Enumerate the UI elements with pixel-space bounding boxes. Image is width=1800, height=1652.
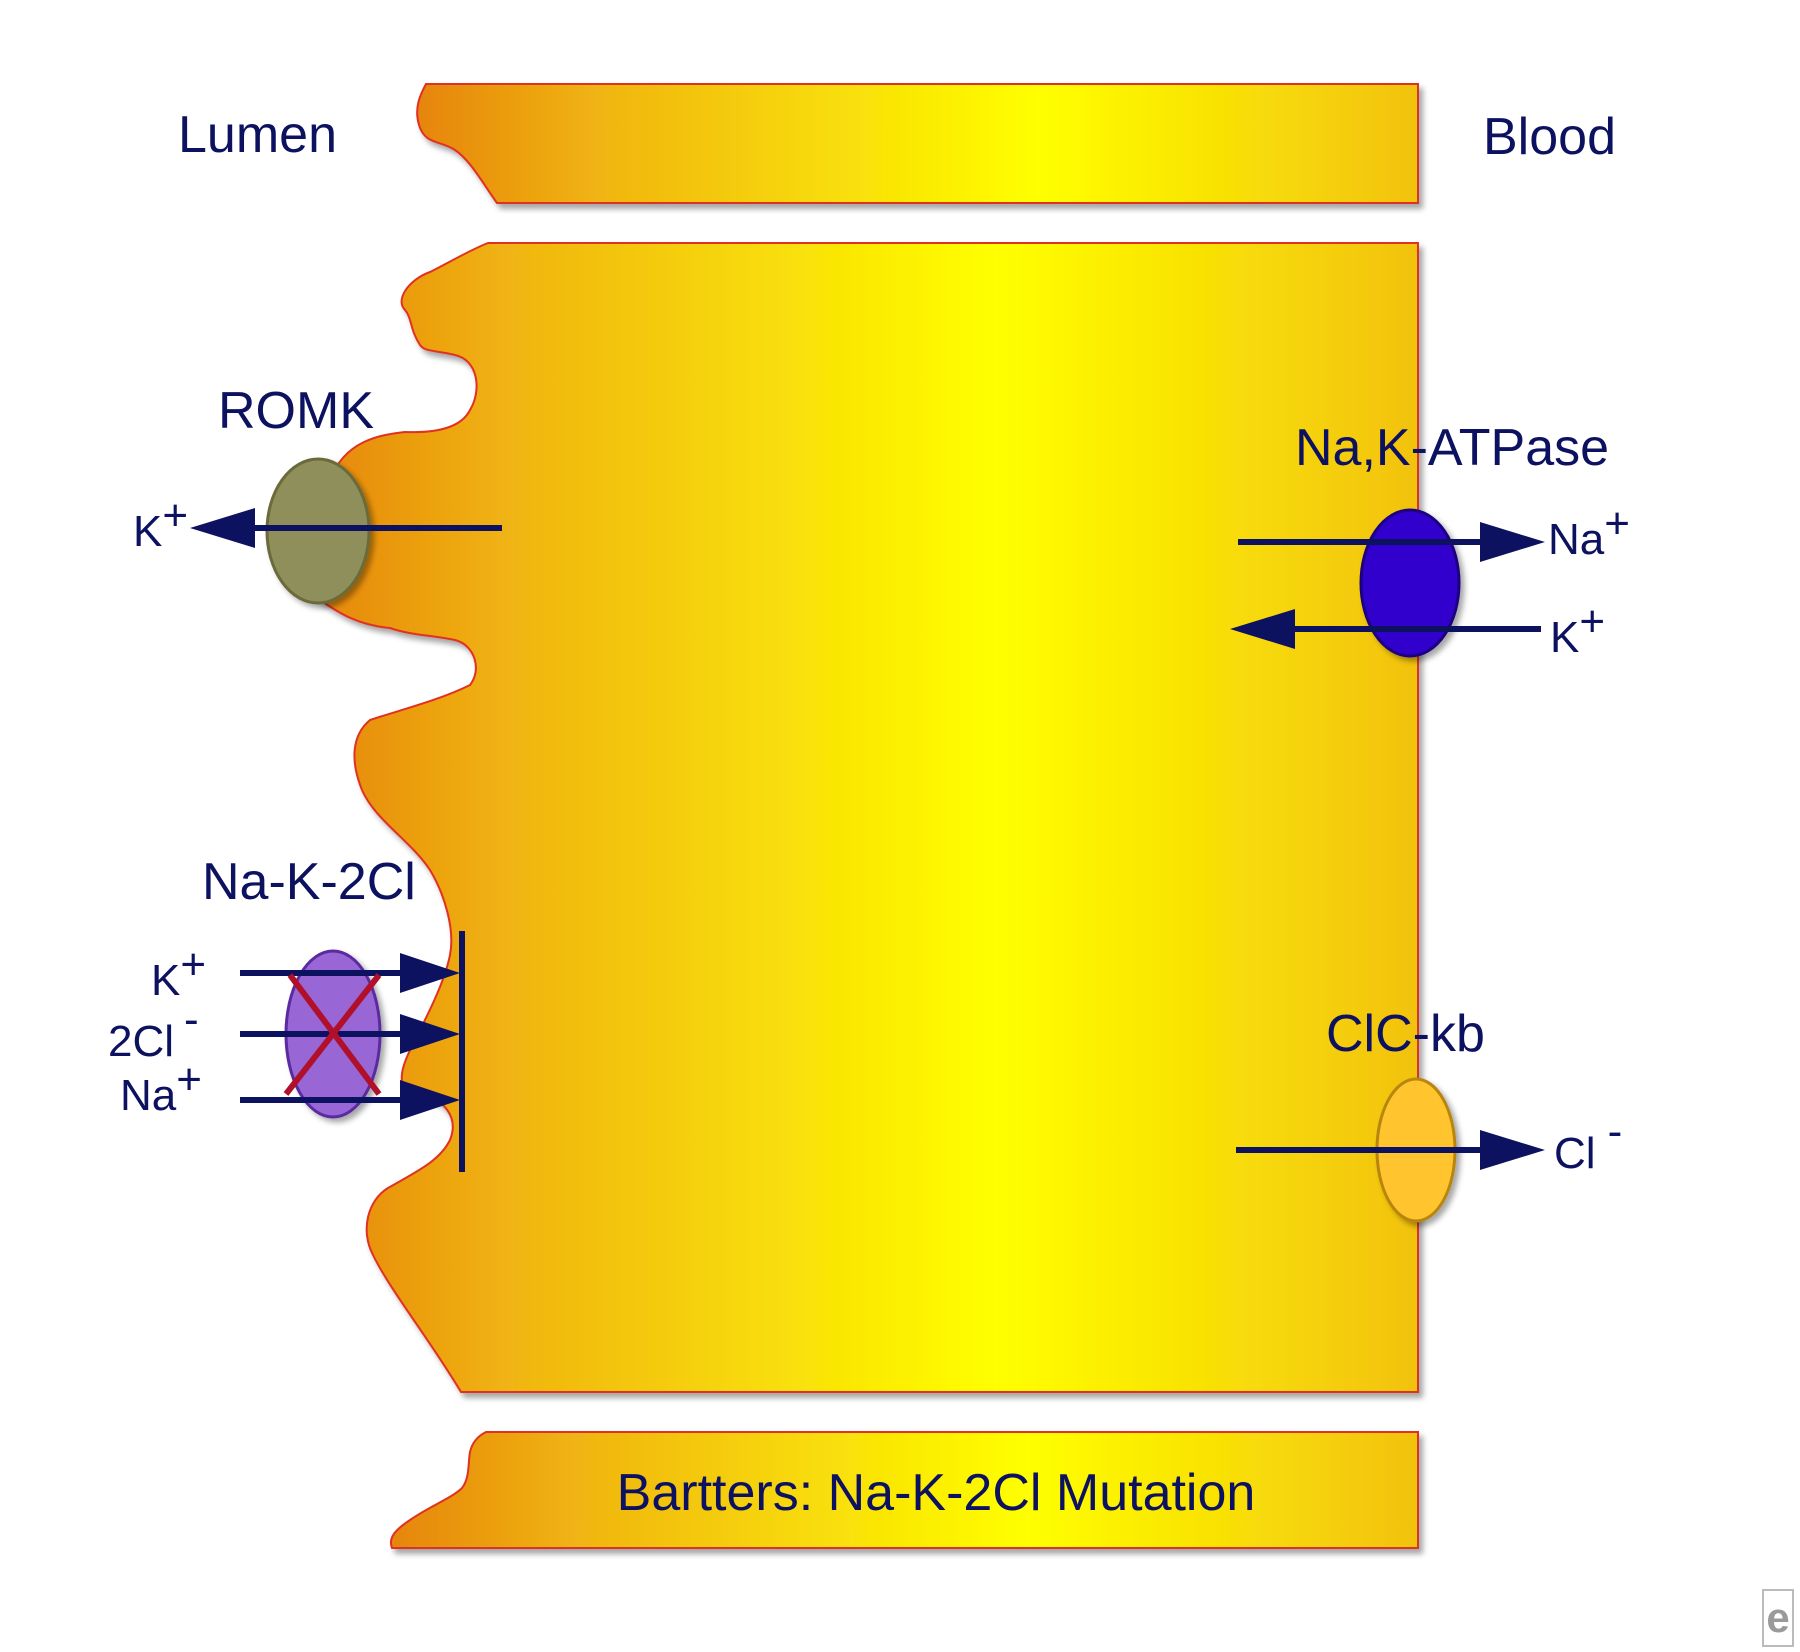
atpase-k-ion: K+ (1550, 597, 1605, 662)
romk-label: ROMK (218, 382, 374, 440)
na-k-atpase-pump (1359, 508, 1461, 658)
watermark-logo: e (1766, 1594, 1789, 1641)
nkcc-k-ion: K+ (151, 940, 206, 1005)
nkcc-label: Na-K-2Cl (202, 853, 416, 911)
nkcc-na-arrowhead (400, 1080, 460, 1120)
romk-k-ion: K+ (133, 491, 188, 556)
atpase-na-arrowhead (1480, 522, 1545, 562)
clc-kb-label: ClC-kb (1326, 1005, 1485, 1063)
clc-cl-ion: Cl- (1554, 1107, 1622, 1178)
nkcc-k-arrowhead (400, 953, 460, 993)
mutation-cross-line-2 (283, 973, 382, 1096)
caption: Bartters: Na-K-2Cl Mutation (617, 1464, 1256, 1522)
nkcc-cl-ion: 2Cl- (108, 995, 199, 1066)
bottom-cell-strip (390, 1431, 1419, 1549)
na-k-atpase-label: Na,K-ATPase (1295, 419, 1609, 477)
clc-cl-arrowhead (1480, 1130, 1545, 1170)
atpase-k-arrowhead (1230, 609, 1295, 649)
nkcc-na-ion: Na+ (120, 1055, 202, 1120)
top-cell-strip (416, 83, 1419, 204)
lumen-label: Lumen (178, 106, 337, 164)
atpase-na-ion: Na+ (1548, 499, 1630, 564)
main-cell-body (308, 242, 1419, 1393)
romk-k-arrowhead (190, 508, 255, 548)
nkcc-cl-arrowhead (400, 1014, 460, 1054)
blood-label: Blood (1483, 108, 1616, 166)
watermark-badge (1762, 1589, 1794, 1647)
